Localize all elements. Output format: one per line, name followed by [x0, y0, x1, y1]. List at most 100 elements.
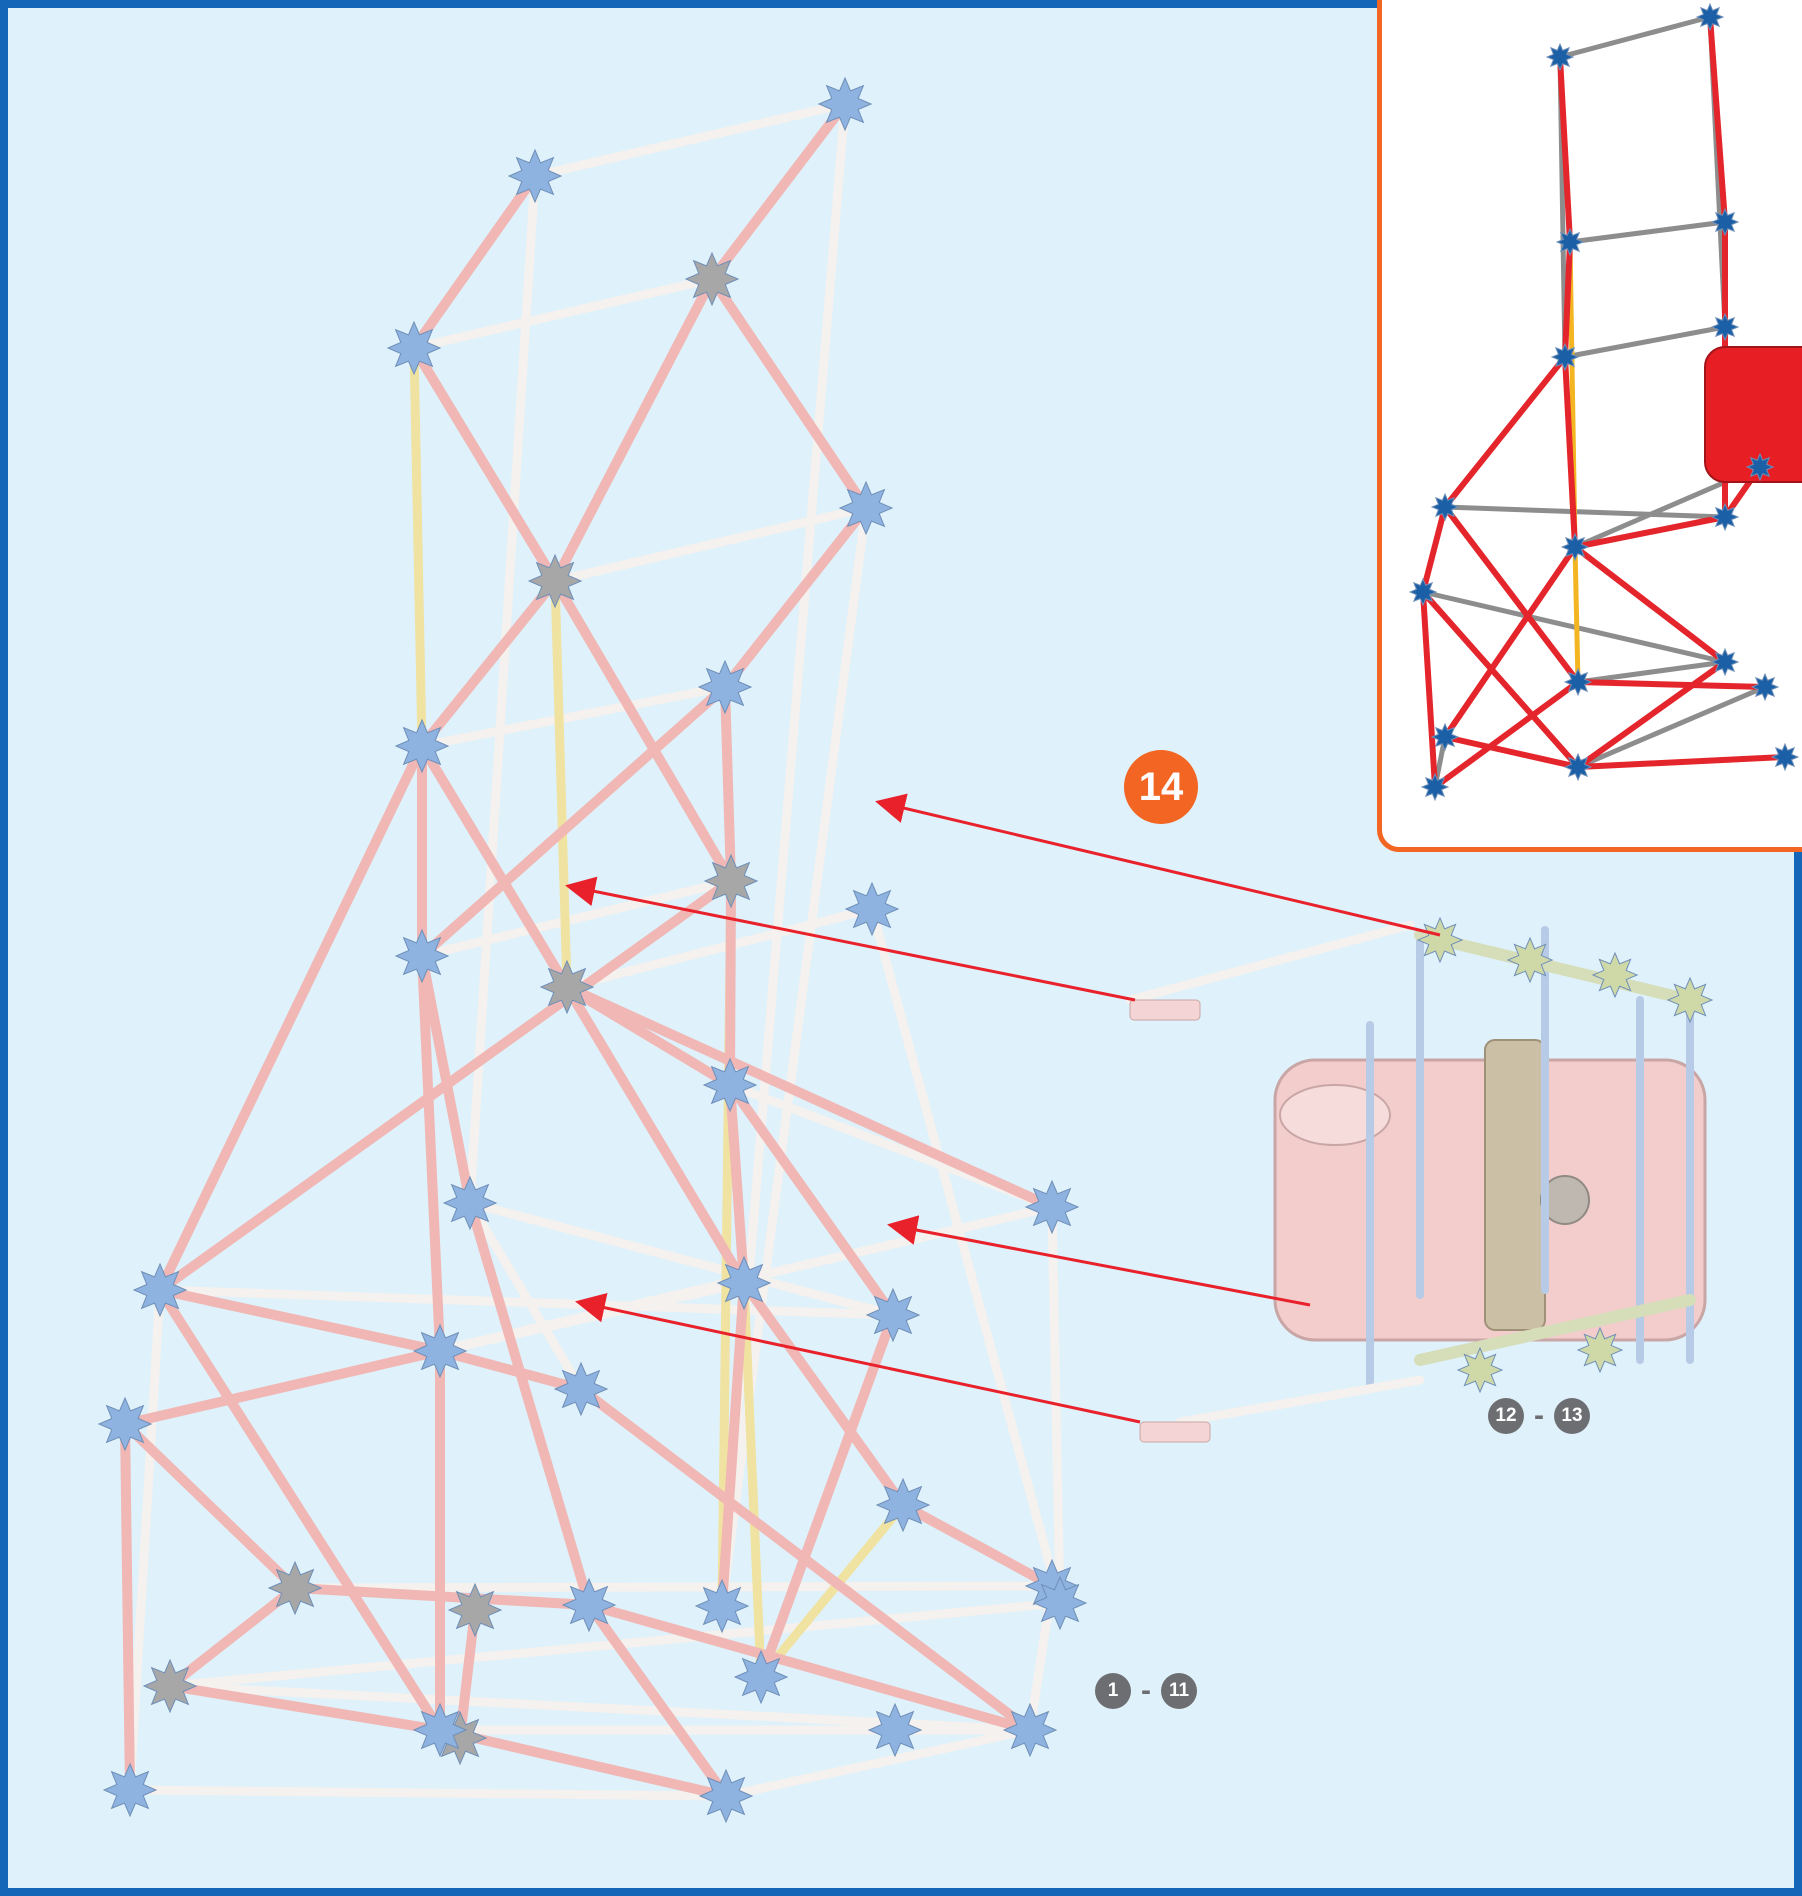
motor-connector — [1576, 1326, 1624, 1374]
inset-red-rod — [1442, 734, 1581, 770]
inset-red-rod — [1442, 354, 1568, 510]
pink-rod — [550, 274, 717, 586]
knex-tower-assembly-icon — [97, 76, 1088, 1824]
inset-connector — [1563, 752, 1593, 782]
pink-rod — [562, 982, 749, 1288]
connector-hub — [838, 480, 894, 536]
inset-grey-rod — [1442, 504, 1728, 520]
connector-hub — [447, 1582, 503, 1638]
motor-bottom-bracket — [1414, 1294, 1696, 1366]
connector-hub — [817, 76, 873, 132]
placement-arrow-icon — [575, 1292, 1141, 1424]
inset-connector — [1560, 532, 1590, 562]
inset-motor — [1704, 346, 1802, 483]
reference-start-badge: 1 — [1095, 1673, 1131, 1709]
pink-rod — [898, 1500, 1057, 1591]
inset-red-rod — [1575, 754, 1788, 770]
pink-rod — [584, 1600, 1035, 1735]
connector-hub — [697, 659, 753, 715]
connector-hub — [867, 1702, 923, 1758]
motor-connector — [1666, 976, 1714, 1024]
inset-grey-rod — [1557, 14, 1713, 60]
white-rod — [125, 1285, 165, 1795]
pink-rod — [739, 1278, 908, 1510]
pink-rod — [120, 1419, 300, 1593]
placement-arrow-icon — [565, 876, 1136, 1002]
connector-hub — [394, 718, 450, 774]
pink-rod — [435, 1346, 586, 1394]
pink-rod — [120, 1346, 445, 1429]
inset-red-rod — [1432, 679, 1581, 790]
inset-connector — [1710, 502, 1740, 532]
yellow-rod — [739, 1278, 766, 1682]
reference-steps-1-11: 1 - 11 — [1095, 1673, 1197, 1709]
motor-gear-housing — [1484, 1039, 1546, 1331]
connector-hub — [132, 1262, 188, 1318]
connector-hub — [539, 959, 595, 1015]
white-rod — [417, 682, 730, 751]
completed-model-preview-icon — [1377, 0, 1802, 852]
connector-hub — [142, 1658, 198, 1714]
reference-end-badge: 11 — [1161, 1673, 1197, 1709]
inset-red-rod — [1572, 514, 1728, 550]
connector-hub — [386, 320, 442, 376]
pink-rod — [120, 1419, 135, 1795]
pink-rod — [725, 1080, 898, 1320]
inset-grey-rod — [1567, 219, 1728, 245]
inset-red-rod — [1572, 544, 1728, 665]
white-rod — [465, 1198, 586, 1394]
connector-hub — [865, 1287, 921, 1343]
white-rod — [465, 1198, 898, 1320]
pink-rod — [155, 876, 736, 1295]
yellow-rod — [756, 1500, 908, 1682]
pink-rod — [562, 982, 1057, 1212]
connector-hub — [875, 1477, 931, 1533]
pink-rod — [417, 682, 730, 961]
connector-hub — [1002, 1702, 1058, 1758]
motor-arm-rod — [1125, 920, 1415, 1005]
connector-hub — [703, 853, 759, 909]
motor-unit-icon — [1125, 916, 1714, 1443]
pink-rod — [155, 741, 427, 1295]
inset-red-rod — [1562, 239, 1573, 360]
connector-hub — [507, 148, 563, 204]
inset-connector — [1750, 672, 1780, 702]
step-number-badge: 14 — [1124, 750, 1198, 824]
inset-connector — [1430, 722, 1460, 752]
inset-grey-rod — [1420, 589, 1728, 665]
inset-red-rod — [1575, 659, 1728, 770]
connector-hub — [716, 1255, 772, 1311]
yellow-rod — [550, 576, 572, 992]
white-rod — [562, 904, 877, 992]
motor-connector — [1416, 916, 1464, 964]
inset-red-rod — [1420, 589, 1581, 770]
reference-end-badge: 13 — [1554, 1398, 1590, 1434]
white-rod — [417, 876, 736, 961]
pink-rod — [435, 1725, 731, 1801]
connector-hub — [1032, 1575, 1088, 1631]
connector-hub — [97, 1396, 153, 1452]
inset-connector — [1555, 227, 1585, 257]
connector-hub — [102, 1762, 158, 1818]
motor-connector — [1456, 1346, 1504, 1394]
inset-connector — [1550, 342, 1580, 372]
motor-top-bracket — [1414, 929, 1696, 1006]
inset-red-rod — [1575, 679, 1768, 690]
inset-connector — [1710, 207, 1740, 237]
inset-connector — [1420, 772, 1450, 802]
inset-grey-rod — [1575, 684, 1768, 770]
reference-start-badge: 12 — [1488, 1398, 1524, 1434]
end-connector — [1139, 1421, 1211, 1443]
inset-grey-rod — [1575, 659, 1728, 685]
pink-rod — [725, 1080, 749, 1288]
inset-connector — [1430, 492, 1460, 522]
connector-hub — [527, 553, 583, 609]
pink-rod — [720, 503, 871, 692]
pink-rod — [417, 576, 560, 751]
placement-arrows — [565, 793, 1441, 1424]
white-rod — [530, 99, 850, 181]
inset-connector — [1770, 742, 1800, 772]
pink-rod — [155, 1285, 445, 1356]
white-rod — [290, 1581, 1057, 1593]
white-rod — [409, 274, 717, 353]
